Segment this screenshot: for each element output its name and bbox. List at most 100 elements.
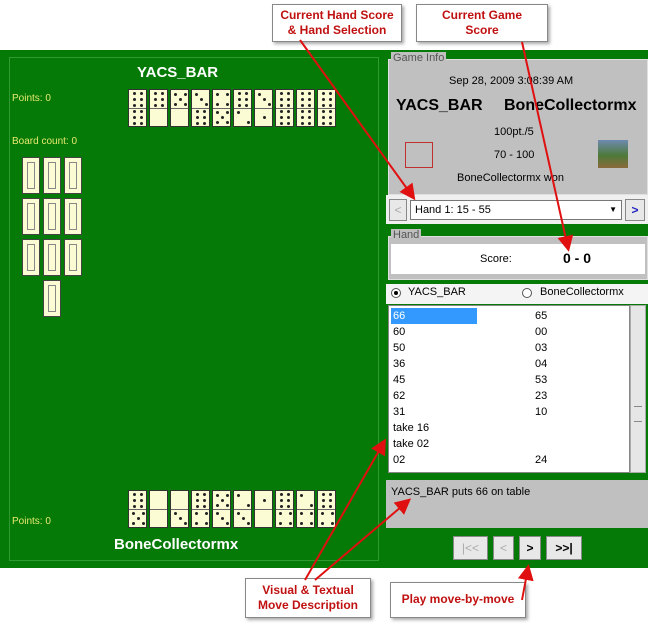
- player1-radio[interactable]: [391, 288, 401, 298]
- first-move-button[interactable]: |<<: [453, 536, 488, 560]
- domino-tile: [275, 490, 294, 528]
- hand-select-dropdown[interactable]: Hand 1: 15 - 55 ▼: [410, 200, 622, 220]
- move-row[interactable]: 62 23: [393, 388, 633, 404]
- boneyard-tile: [22, 198, 40, 235]
- bottom-player-points: Points: 0: [12, 516, 51, 527]
- move-player1: 31: [393, 406, 406, 418]
- move-player1: take 16: [393, 422, 430, 434]
- domino-tile: [254, 490, 273, 528]
- callout-move-description: Visual & Textual Move Description: [245, 578, 371, 618]
- boneyard-tile: [43, 280, 61, 317]
- hand-select-value: Hand 1: 15 - 55: [415, 204, 491, 216]
- boneyard-tile: [43, 198, 61, 235]
- player1-radio-label: YACS_BAR: [408, 286, 466, 298]
- move-description: YACS_BAR puts 66 on table: [391, 486, 531, 498]
- move-player2: 00: [535, 326, 548, 338]
- game-date: Sep 28, 2009 3:08:39 AM: [449, 75, 574, 87]
- hand-legend: Hand: [391, 229, 422, 241]
- domino-tile: [317, 89, 336, 127]
- chevron-down-icon: ▼: [609, 205, 617, 214]
- board-count: Board count: 0: [12, 136, 78, 147]
- game-info-legend: Game Info: [391, 52, 447, 64]
- player-radio-bar: [386, 284, 648, 304]
- game-score: 70 - 100: [494, 149, 535, 161]
- hand-score-field: [391, 244, 645, 274]
- move-player1: 50: [393, 342, 406, 354]
- move-player1: 60: [393, 326, 406, 338]
- move-player2: 65: [535, 310, 548, 322]
- boneyard-tile: [64, 157, 82, 194]
- domino-tile: [233, 490, 252, 528]
- next-move-button[interactable]: >: [519, 536, 541, 560]
- move-row[interactable]: 66 65: [391, 308, 633, 324]
- domino-tile: [191, 89, 210, 127]
- move-player1: take 02: [393, 438, 430, 450]
- boneyard-tile: [64, 198, 82, 235]
- move-player2: 03: [535, 342, 548, 354]
- game-player1: YACS_BAR: [396, 97, 483, 114]
- callout-game-score: Current Game Score: [416, 4, 548, 42]
- game-result: BoneCollectormx won: [457, 172, 564, 184]
- board-border: [9, 57, 379, 561]
- boneyard-tile: [43, 157, 61, 194]
- boneyard-tile: [22, 239, 40, 276]
- move-player1: 45: [393, 374, 406, 386]
- move-row[interactable]: 45 53: [393, 372, 633, 388]
- move-player1: 36: [393, 358, 406, 370]
- move-list-scrollbar[interactable]: [630, 305, 646, 473]
- hand-score-value: 0 - 0: [563, 250, 592, 266]
- prev-hand-button[interactable]: <: [389, 199, 407, 221]
- game-player2: BoneCollectormx: [504, 97, 637, 114]
- move-player2: 10: [535, 406, 548, 418]
- move-player1: 02: [393, 454, 406, 466]
- boneyard-tile: [22, 157, 40, 194]
- boneyard-tile: [43, 239, 61, 276]
- move-list[interactable]: 66 65 60 00 50 03 36 04 45 53 62 23 31 10 take 16 take …: [388, 305, 630, 473]
- bottom-player-name: BoneCollectormx: [114, 536, 239, 553]
- hand-score-label: Score:: [480, 253, 512, 265]
- callout-play-move: Play move-by-move: [390, 582, 526, 618]
- player2-radio[interactable]: [522, 288, 532, 298]
- domino-tile: [212, 490, 231, 528]
- move-player2: 04: [535, 358, 548, 370]
- move-row[interactable]: 36 04: [393, 356, 633, 372]
- callout-hand-score: Current Hand Score & Hand Selection: [272, 4, 402, 42]
- domino-tile: [128, 89, 147, 127]
- move-row[interactable]: take 16: [393, 420, 633, 436]
- domino-tile: [170, 89, 189, 127]
- domino-tile: [149, 89, 168, 127]
- player2-avatar: [598, 140, 628, 168]
- domino-tile: [296, 490, 315, 528]
- domino-tile: [191, 490, 210, 528]
- domino-tile: [212, 89, 231, 127]
- move-row[interactable]: 02 24: [393, 452, 633, 468]
- domino-tile: [254, 89, 273, 127]
- move-player2: 23: [535, 390, 548, 402]
- domino-tile: [149, 490, 168, 528]
- next-hand-button[interactable]: >: [625, 199, 645, 221]
- player1-avatar: [405, 142, 433, 168]
- domino-tile: [233, 89, 252, 127]
- move-row[interactable]: 60 00: [393, 324, 633, 340]
- move-player2: 53: [535, 374, 548, 386]
- move-player1: 66: [391, 308, 477, 324]
- domino-tile: [128, 490, 147, 528]
- last-move-button[interactable]: >>|: [546, 536, 582, 560]
- move-row[interactable]: 31 10: [393, 404, 633, 420]
- game-info-box: [388, 59, 648, 195]
- move-description-box: [386, 480, 648, 528]
- move-player1: 62: [393, 390, 406, 402]
- top-player-points: Points: 0: [12, 93, 51, 104]
- move-player2: 24: [535, 454, 548, 466]
- domino-tile: [170, 490, 189, 528]
- domino-tile: [317, 490, 336, 528]
- domino-tile: [296, 89, 315, 127]
- domino-tile: [275, 89, 294, 127]
- game-format: 100pt./5: [494, 126, 534, 138]
- move-row[interactable]: 50 03: [393, 340, 633, 356]
- player2-radio-label: BoneCollectormx: [540, 286, 624, 298]
- top-player-name: YACS_BAR: [137, 64, 219, 81]
- move-row[interactable]: take 02: [393, 436, 633, 452]
- boneyard-tile: [64, 239, 82, 276]
- prev-move-button[interactable]: <: [493, 536, 514, 560]
